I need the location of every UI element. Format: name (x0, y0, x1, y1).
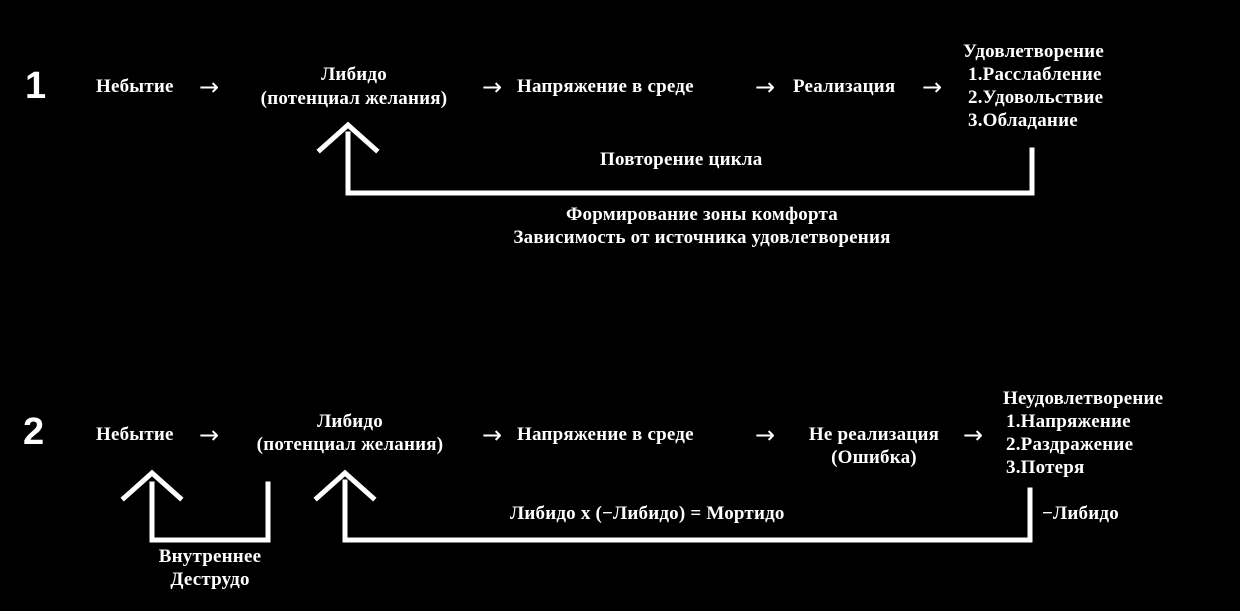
row2-libido-sub: (потенциал желания) (256, 434, 444, 455)
row2-arrow-3: → (755, 421, 776, 449)
row2-outcome-title: Неудовлетворение (1003, 388, 1164, 409)
row2-loop-label: Либидо x (−Либидо) = Мортидо (510, 503, 785, 524)
inner-loop-line (149, 481, 271, 543)
row1-bottom-line-1: Формирование зоны комфорта (566, 204, 838, 225)
row2-outcome-item-2: 2.Раздражение (1006, 434, 1134, 455)
row2-realization-sub: (Ошибка) (831, 447, 917, 468)
row2-number: 2 (23, 411, 45, 453)
row1-tension: Напряжение в среде (517, 76, 694, 97)
row1-arrow-4: → (922, 73, 943, 101)
loop-line-2 (342, 479, 1033, 543)
row1-libido-title: Либидо (321, 64, 387, 85)
row2-arrow-4: → (963, 421, 984, 449)
row2-arrow-1: → (199, 421, 220, 449)
row1-number: 1 (25, 65, 47, 107)
row1-arrow-3: → (755, 73, 776, 101)
row2-tension: Напряжение в среде (517, 424, 694, 445)
row2-nebytie: Небытие (96, 424, 174, 445)
row1-bottom-line-2: Зависимость от источника удовлетворения (513, 227, 891, 248)
row1-outcome-title: Удовлетворение (963, 41, 1104, 62)
row2-minus-libido: −Либидо (1042, 503, 1119, 524)
up-arrowhead-inner (120, 469, 184, 502)
row1-outcome-item-1: 1.Расслабление (968, 64, 1102, 85)
row1-outcome-item-2: 2.Удовольствие (968, 87, 1104, 108)
row2-inner-line-1: Внутреннее (158, 546, 262, 567)
loop-line-1 (345, 131, 1035, 196)
row1-arrow-2: → (482, 73, 503, 101)
row2-arrow-2: → (482, 421, 503, 449)
row2-outcome-item-1: 1.Напряжение (1006, 411, 1131, 432)
row1-realization: Реализация (793, 76, 896, 97)
row1-libido-sub: (потенциал желания) (260, 88, 448, 109)
row1-loop-label: Повторение цикла (600, 149, 763, 170)
row2-outcome-item-3: 3.Потеря (1006, 457, 1085, 478)
row1-arrow-1: → (199, 73, 220, 101)
row1-nebytie: Небытие (96, 76, 174, 97)
up-arrowhead-2 (313, 469, 377, 502)
up-arrowhead-1 (316, 121, 380, 154)
row2-inner-line-2: Деструдо (170, 569, 250, 590)
row2-libido-title: Либидо (317, 411, 383, 432)
row2-realization: Не реализация (808, 424, 940, 445)
row1-outcome-item-3: 3.Обладание (968, 110, 1078, 131)
